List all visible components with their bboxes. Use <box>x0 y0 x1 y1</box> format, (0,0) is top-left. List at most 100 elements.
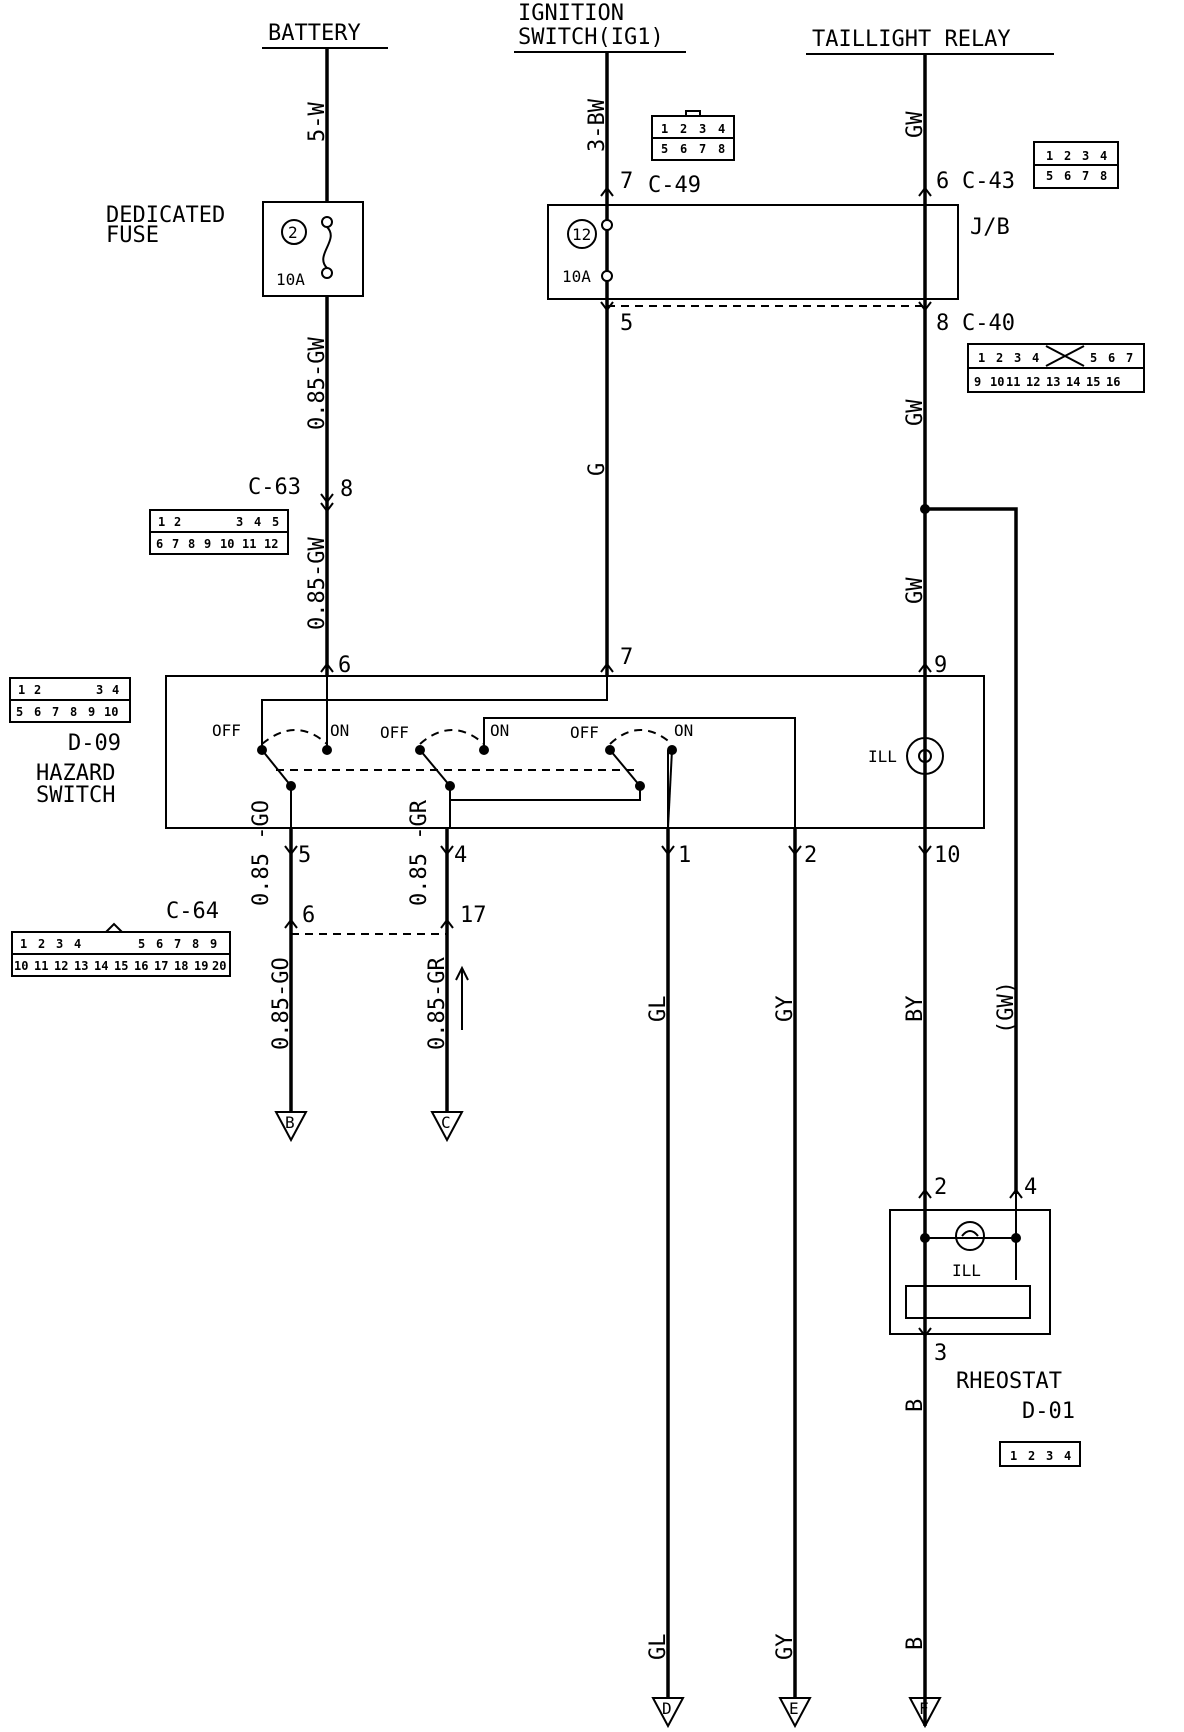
svg-text:7: 7 <box>52 705 59 719</box>
svg-text:6: 6 <box>338 653 351 678</box>
wire-label-gw-branch: (GW) <box>994 981 1019 1034</box>
svg-text:3: 3 <box>934 1341 947 1366</box>
svg-text:6: 6 <box>1064 169 1071 183</box>
svg-text:3: 3 <box>1082 149 1089 163</box>
svg-text:3: 3 <box>96 683 103 697</box>
terminal-f: F <box>908 1697 942 1729</box>
svg-text:12: 12 <box>264 537 278 551</box>
wire-label-b-bottom: B <box>903 1637 928 1650</box>
hazard-switch-name-2: SWITCH <box>36 783 115 808</box>
svg-text:20: 20 <box>212 959 226 973</box>
svg-text:4: 4 <box>1100 149 1107 163</box>
svg-text:4: 4 <box>254 515 261 529</box>
svg-text:6: 6 <box>156 537 163 551</box>
wire-label-085go-lower: 0.85-GO <box>269 957 294 1050</box>
svg-text:1: 1 <box>678 843 691 868</box>
svg-text:11: 11 <box>242 537 256 551</box>
svg-text:16: 16 <box>1106 375 1120 389</box>
svg-text:12: 12 <box>54 959 68 973</box>
svg-text:10: 10 <box>934 843 961 868</box>
wire-labels: 5-W 0.85-GW 0.85-GW 3-BW G GW GW GW 0.85… <box>249 98 1019 1660</box>
svg-text:2: 2 <box>804 843 817 868</box>
wire-label-5w: 5-W <box>305 102 330 142</box>
svg-text:9: 9 <box>88 705 95 719</box>
wire-label-085gr-upper: 0.85 -GR <box>407 799 432 906</box>
terminal-d: D <box>651 1697 685 1729</box>
dedicated-fuse-label-2: FUSE <box>106 223 159 248</box>
svg-text:11: 11 <box>34 959 48 973</box>
dedicated-fuse-number: 2 <box>288 223 298 242</box>
svg-text:D: D <box>662 1699 672 1718</box>
wire-label-by: BY <box>903 996 928 1023</box>
svg-text:8: 8 <box>192 937 199 951</box>
svg-text:3: 3 <box>1014 351 1021 365</box>
svg-text:ON: ON <box>330 721 349 740</box>
svg-text:8: 8 <box>188 537 195 551</box>
svg-text:1: 1 <box>18 683 25 697</box>
svg-text:14: 14 <box>94 959 108 973</box>
dedicated-fuse: 2 10A DEDICATED FUSE <box>106 201 364 297</box>
svg-text:15: 15 <box>114 959 128 973</box>
svg-text:5: 5 <box>138 937 145 951</box>
svg-text:7: 7 <box>1126 351 1133 365</box>
svg-text:ILL: ILL <box>952 1261 981 1280</box>
svg-text:15: 15 <box>1086 375 1100 389</box>
direction-arrow <box>455 965 469 1030</box>
c49-pin-5: 5 <box>620 311 633 336</box>
svg-text:17: 17 <box>154 959 168 973</box>
svg-text:6: 6 <box>34 705 41 719</box>
svg-text:8: 8 <box>70 705 77 719</box>
c43-label: C-43 <box>962 169 1015 194</box>
wire-label-gw-low: GW <box>903 577 928 604</box>
c49-pin-7: 7 <box>620 169 633 194</box>
svg-text:4: 4 <box>112 683 119 697</box>
dedicated-fuse-amp: 10A <box>276 270 305 289</box>
svg-text:ILL: ILL <box>868 747 897 766</box>
wire-label-gw-mid: GW <box>903 399 928 426</box>
svg-text:4: 4 <box>1032 351 1039 365</box>
svg-text:5: 5 <box>1046 169 1053 183</box>
svg-text:18: 18 <box>174 959 188 973</box>
svg-text:2: 2 <box>1064 149 1071 163</box>
svg-text:11: 11 <box>1006 375 1020 389</box>
svg-text:8: 8 <box>718 142 725 156</box>
svg-text:4: 4 <box>1064 1449 1071 1463</box>
svg-text:4: 4 <box>1024 1175 1037 1200</box>
svg-text:OFF: OFF <box>570 723 599 742</box>
c63-pin-8: 8 <box>340 477 353 502</box>
svg-text:1: 1 <box>978 351 985 365</box>
taillight-label: TAILLIGHT RELAY <box>812 27 1011 52</box>
battery-label: BATTERY <box>268 21 361 46</box>
svg-text:ON: ON <box>674 721 693 740</box>
wire-label-gl-bottom: GL <box>646 1634 671 1661</box>
ignition-source: IGNITION SWITCH(IG1) <box>514 1 686 53</box>
taillight-source: TAILLIGHT RELAY <box>806 27 1054 55</box>
svg-text:2: 2 <box>34 683 41 697</box>
svg-text:1: 1 <box>661 122 668 136</box>
ignition-label-2: SWITCH(IG1) <box>518 25 664 50</box>
svg-text:13: 13 <box>74 959 88 973</box>
svg-text:1: 1 <box>1046 149 1053 163</box>
svg-text:2: 2 <box>1028 1449 1035 1463</box>
svg-text:2: 2 <box>38 937 45 951</box>
svg-text:5: 5 <box>16 705 23 719</box>
wire-label-b-rheo: B <box>903 1399 928 1412</box>
svg-text:1: 1 <box>1010 1449 1017 1463</box>
svg-text:4: 4 <box>74 937 81 951</box>
svg-text:1: 1 <box>20 937 27 951</box>
wire-label-085gr-lower: 0.85-GR <box>425 957 450 1050</box>
wire-label-085gw: 0.85-GW <box>305 337 330 430</box>
jb-fuse-number: 12 <box>572 225 591 244</box>
c64-pin-6: 6 <box>302 903 315 928</box>
c40-pin-8: 8 <box>936 311 949 336</box>
svg-text:10: 10 <box>990 375 1004 389</box>
svg-text:9: 9 <box>210 937 217 951</box>
c40-label: C-40 <box>962 311 1015 336</box>
wire-label-085gw-2: 0.85-GW <box>305 537 330 630</box>
svg-text:3: 3 <box>699 122 706 136</box>
